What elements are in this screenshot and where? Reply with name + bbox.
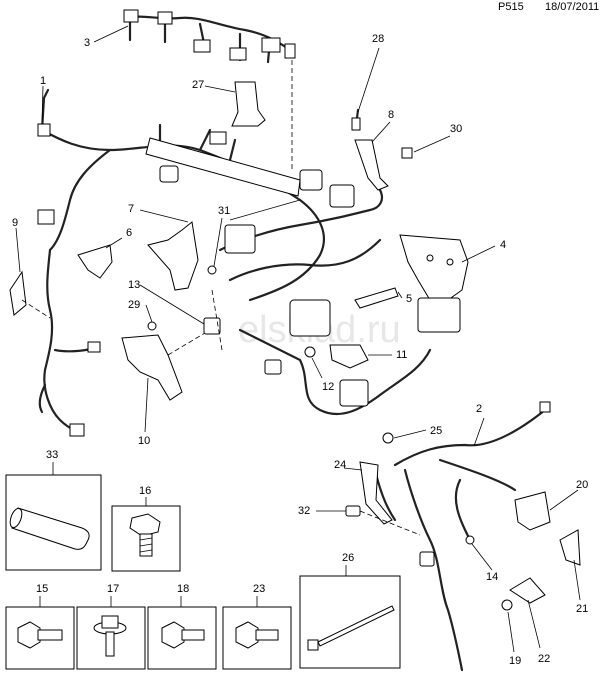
callout-23: 23 [253, 583, 265, 595]
sensor-connector [209, 131, 227, 145]
bolt-head-icon [161, 621, 185, 649]
callout-30: 30 [450, 123, 462, 135]
bracket-8-group [351, 47, 451, 191]
part-15-box [5, 596, 75, 670]
callout-12: 12 [322, 381, 334, 393]
callout-10: 10 [138, 435, 150, 447]
bolt-30 [401, 147, 413, 159]
callout-16: 16 [139, 485, 151, 497]
bracket-10 [121, 329, 211, 433]
cable-tie-icon [317, 605, 395, 647]
battery-terminal [539, 401, 551, 413]
nut-31 [207, 265, 217, 275]
callout-33: 33 [46, 449, 58, 461]
callout-31: 31 [218, 205, 230, 217]
part-26-box [299, 565, 401, 669]
cap-32 [345, 505, 361, 517]
part-23-box [222, 596, 292, 670]
callout-13: 13 [128, 279, 140, 291]
callout-22: 22 [538, 653, 550, 665]
callout-18: 18 [177, 583, 189, 595]
callout-9: 9 [12, 217, 18, 229]
fuse-box-bracket [399, 234, 496, 333]
injector-connector [284, 43, 296, 59]
callout-15: 15 [36, 583, 48, 595]
callout-7: 7 [128, 203, 134, 215]
bracket-20 [514, 491, 551, 531]
sleeve-icon [11, 507, 90, 550]
bracket-5 [354, 287, 399, 309]
sensor-connector [159, 165, 179, 183]
ecu-harness [218, 188, 432, 415]
callout-4: 4 [500, 239, 506, 251]
injector-connector [261, 37, 281, 53]
bolt-head-icon [17, 621, 41, 649]
callout-2: 2 [476, 403, 482, 415]
bracket-21 [559, 529, 581, 566]
bolt-28 [351, 117, 361, 131]
nut-12 [304, 346, 316, 358]
part-17-box [76, 596, 146, 670]
bolt-head-icon [235, 621, 259, 649]
callout-26: 26 [342, 552, 354, 564]
relay-connector [339, 379, 369, 407]
bracket-27 [204, 60, 293, 170]
callout-14: 14 [486, 571, 498, 583]
callout-19: 19 [509, 655, 521, 667]
sensor-connector [69, 423, 85, 437]
engine-harness [37, 88, 355, 437]
injector-connector [229, 47, 247, 61]
battery-cable [373, 401, 551, 672]
callout-27: 27 [192, 79, 204, 91]
callout-29: 29 [128, 299, 140, 311]
bolt-29 [147, 321, 157, 331]
sensor-connector [37, 209, 55, 225]
injector-connector [193, 39, 211, 53]
diagram-code: P515 [498, 1, 524, 13]
bracket-9 [9, 270, 27, 316]
part-33-box [5, 462, 102, 571]
callout-5: 5 [406, 293, 412, 305]
part-16-box [111, 497, 181, 572]
callout-21: 21 [576, 603, 588, 615]
callout-3: 3 [84, 37, 90, 49]
sensor-connector [87, 341, 101, 353]
injector-connector [123, 9, 139, 23]
callout-28: 28 [372, 33, 384, 45]
injector-connector [157, 11, 173, 25]
sensor-connector [299, 169, 323, 191]
terminal-24 [359, 461, 393, 525]
bracket-7 [139, 209, 199, 291]
callout-32: 32 [298, 505, 310, 517]
nut-25 [382, 432, 394, 444]
callout-labels: 1 2 3 4 5 6 7 8 9 10 11 12 13 14 15 16 1… [12, 33, 588, 667]
bolt-19 [501, 599, 513, 611]
clip-13 [203, 317, 221, 335]
callout-25: 25 [430, 425, 442, 437]
clip-6 [77, 244, 113, 279]
bracket-22 [509, 577, 546, 604]
callout-20: 20 [576, 479, 588, 491]
callout-11: 11 [396, 349, 407, 361]
bolt-head-icon [129, 513, 161, 537]
injector-harness [123, 9, 296, 64]
bracket-11 [329, 344, 369, 369]
sensor-connector [329, 184, 355, 208]
fuse-box [417, 297, 461, 333]
nut-14 [465, 535, 475, 545]
callout-8: 8 [388, 109, 394, 121]
callout-1: 1 [40, 75, 46, 87]
callout-24: 24 [334, 459, 346, 471]
diagram-date: 18/07/2011 [545, 1, 600, 13]
callout-6: 6 [126, 227, 132, 239]
sensor-connector [37, 123, 51, 137]
part-18-box [147, 596, 217, 670]
callout-17: 17 [107, 583, 119, 595]
ecu-module [289, 299, 331, 337]
